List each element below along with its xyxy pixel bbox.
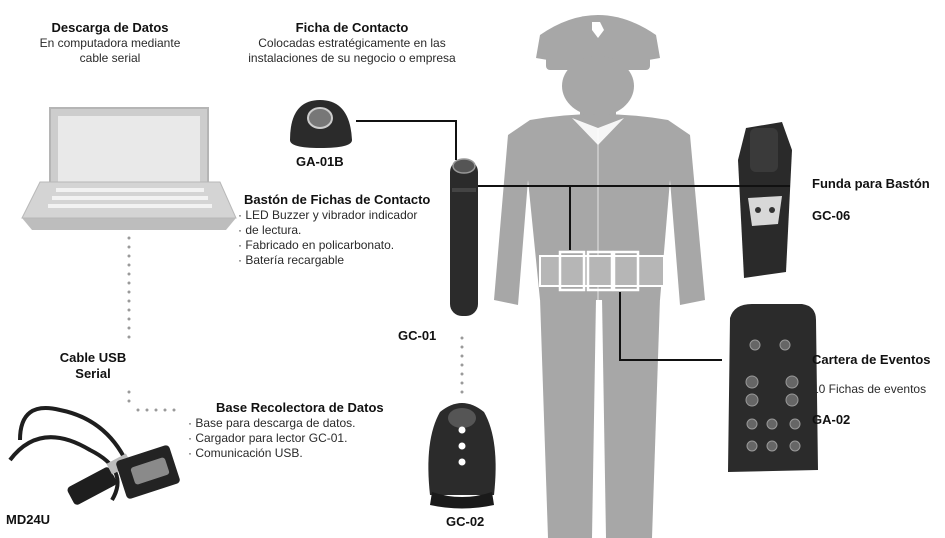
base-title: Base Recolectora de Datos bbox=[216, 400, 384, 415]
guard-belt bbox=[539, 250, 665, 292]
baton-features: LED Buzzer y vibrador indicador de lectu… bbox=[238, 208, 430, 268]
dotted-links bbox=[127, 236, 464, 412]
wallet-device bbox=[728, 304, 818, 472]
baton-feature: Batería recargable bbox=[238, 253, 430, 268]
holster-title: Funda para Bastón bbox=[812, 176, 930, 191]
contact-tag-device bbox=[290, 100, 352, 148]
laptop-icon bbox=[21, 107, 237, 230]
baton-feature: LED Buzzer y vibrador indicador bbox=[238, 208, 430, 223]
usb-cable-title-line1: Cable USB bbox=[59, 350, 127, 365]
contact-tag-desc-line1: Colocadas estratégicamente en las bbox=[258, 36, 446, 50]
base-code: GC-02 bbox=[446, 514, 485, 529]
base-label-group: Base Recolectora de Datos Base para desc… bbox=[188, 400, 384, 461]
download-desc-line1: En computadora mediante bbox=[39, 36, 181, 50]
base-device bbox=[428, 403, 496, 509]
contact-tag-label-group: Ficha de Contacto Colocadas estratégicam… bbox=[222, 20, 482, 66]
contact-tag-title: Ficha de Contacto bbox=[295, 20, 409, 35]
base-features: Base para descarga de datos. Cargador pa… bbox=[188, 416, 384, 461]
baton-label-group: Bastón de Fichas de Contacto LED Buzzer … bbox=[244, 192, 430, 268]
usb-cable-code: MD24U bbox=[6, 512, 51, 527]
connector-lines bbox=[356, 120, 790, 361]
baton-code: GC-01 bbox=[398, 328, 437, 343]
base-feature: Comunicación USB. bbox=[188, 446, 384, 461]
wallet-desc: 10 Fichas de eventos bbox=[812, 382, 927, 396]
contact-tag-desc-line2: instalaciones de su negocio o empresa bbox=[248, 51, 456, 65]
baton-device bbox=[450, 158, 478, 316]
download-title: Descarga de Datos bbox=[51, 20, 169, 35]
wallet-title: Cartera de Eventos bbox=[812, 352, 931, 367]
wallet-code: GA-02 bbox=[812, 412, 851, 427]
base-feature: Base para descarga de datos. bbox=[188, 416, 384, 431]
download-desc-line2: cable serial bbox=[79, 51, 141, 65]
baton-feature: de lectura. bbox=[238, 223, 430, 238]
usb-cable-device bbox=[8, 406, 180, 505]
usb-cable-label-group: Cable USB Serial bbox=[38, 350, 148, 382]
baton-feature: Fabricado en policarbonato. bbox=[238, 238, 430, 253]
usb-cable-title-line2: Serial bbox=[75, 366, 111, 381]
base-feature: Cargador para lector GC-01. bbox=[188, 431, 384, 446]
holster-device bbox=[738, 122, 792, 278]
holster-code: GC-06 bbox=[812, 208, 851, 223]
contact-tag-code: GA-01B bbox=[296, 154, 344, 169]
download-label-group: Descarga de Datos En computadora mediant… bbox=[10, 20, 210, 66]
baton-title: Bastón de Fichas de Contacto bbox=[244, 192, 431, 207]
